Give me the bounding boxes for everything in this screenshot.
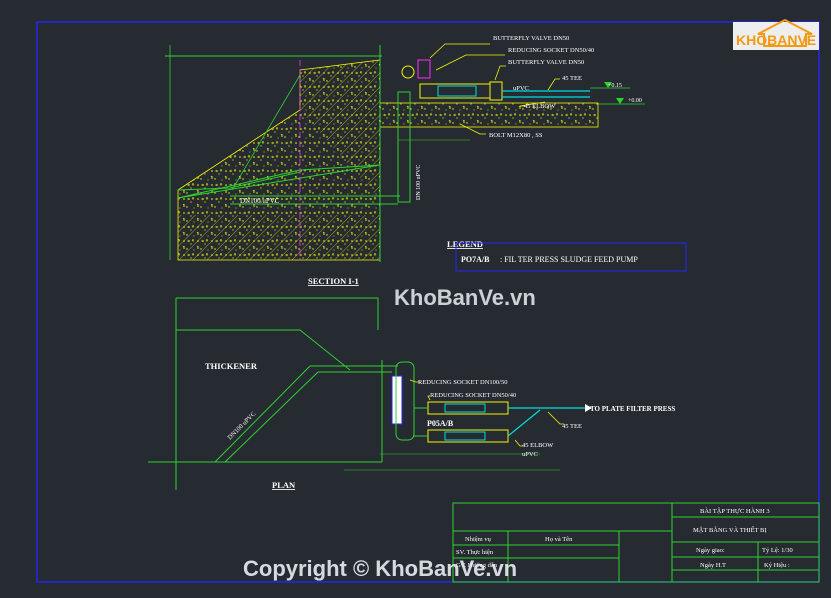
tb-col-name: Họ và Tên [545, 536, 573, 543]
tb-row-student: SV. Thực hiện [456, 549, 494, 556]
section-labels: BUTTERFLY VALVE DN50 REDUCING SOCKET DN5… [240, 35, 642, 286]
label-upvc: uPVC [513, 85, 529, 92]
tb-scale: Tỷ Lệ: 1/30 [762, 547, 793, 554]
label-elbow: 45 ELBOW [524, 103, 556, 110]
plan-leader-3 [547, 411, 564, 425]
label-reducing-socket-50: REDUCING SOCKET DN50/40 [430, 392, 516, 399]
watermark-center: KhoBanVe.vn [394, 285, 536, 310]
valve-2 [417, 59, 431, 79]
section-title: SECTION I-1 [308, 276, 359, 286]
title-block: BÀI TẬP THỰC HÀNH 3 MẶT BẰNG VÀ THIẾT BỊ… [452, 502, 820, 583]
plan-title: PLAN [272, 480, 296, 490]
plan-leader-1 [409, 379, 420, 383]
logo: KHOBANVE [733, 18, 819, 50]
level-mark-2 [616, 98, 624, 104]
legend-code: PO7A/B [461, 255, 490, 264]
plan-discharge-2 [507, 409, 541, 437]
label-level-1: +0.15 [608, 83, 622, 89]
label-bolt: BOLT M12X80 , SS [489, 132, 543, 139]
legend: LEGEND PO7A/B : FIL TER PRESS SLUDGE FEE… [447, 239, 687, 272]
legend-description: : FIL TER PRESS SLUDGE FEED PUMP [500, 255, 638, 264]
label-pump: P05A/B [427, 419, 454, 428]
arrow-to-filter [585, 404, 592, 412]
tb-project: BÀI TẬP THỰC HÀNH 3 [700, 507, 770, 515]
label-pipe-diagonal: DN100 uPVC [240, 197, 280, 205]
label-tee: 45 TEE [562, 75, 582, 82]
label-to-filter: TO PLATE FILTER PRESS [590, 405, 675, 413]
hatch-slab [178, 215, 380, 260]
valve-3 [489, 81, 503, 101]
plan-leader-4 [514, 439, 524, 447]
leader-6 [459, 123, 486, 135]
label-plan-pipe: DN100 uPVC [226, 411, 257, 442]
plan-pipe-2 [224, 371, 319, 463]
label-butterfly-valve-1: BUTTERFLY VALVE DN50 [493, 35, 569, 42]
tb-date-given: Ngày giao: [696, 547, 725, 554]
leader-2 [435, 54, 505, 71]
vertical-pipe [397, 91, 411, 203]
label-plan-elbow: 45 ELBOW [522, 442, 554, 449]
thickener-outline [176, 297, 379, 330]
legend-box [455, 242, 687, 272]
concrete-pad [379, 102, 599, 128]
level-mark-1 [604, 82, 612, 88]
plan-labels: THICKENER DN100 uPVC REDUCING SOCKET DN1… [205, 361, 675, 490]
plan-leader-2 [427, 395, 431, 401]
label-level-2: +0.00 [628, 98, 642, 104]
label-plan-tee: 45 TEE [562, 423, 582, 430]
hatch-wall [300, 60, 380, 200]
tb-row-teacher: GV. Hướng dẫn [456, 562, 498, 569]
tb-symbol: Ký Hiệu : [764, 562, 790, 569]
label-thickener: THICKENER [205, 361, 258, 371]
plan-diagonal-1 [176, 329, 351, 371]
house-logo-icon [757, 18, 813, 47]
plan-pipe-1 [214, 365, 311, 463]
valve-1 [401, 65, 415, 79]
plan-riser [395, 361, 415, 441]
legend-title: LEGEND [447, 239, 483, 249]
label-reducing-socket: REDUCING SOCKET DN50/40 [508, 47, 594, 54]
label-plan-upvc: uPVC [522, 451, 538, 458]
label-reducing-socket-100: REDUCING SOCKET DN100/50 [418, 379, 507, 386]
leader-5 [519, 101, 546, 107]
pump-motor [437, 85, 477, 97]
section-view [165, 43, 645, 262]
drawing-frame [36, 21, 820, 583]
tb-drawing: MẶT BẰNG VÀ THIẾT BỊ [693, 526, 767, 534]
ground-line [177, 171, 301, 191]
logo-text: KHOBANVE [736, 32, 816, 48]
leader-3 [494, 65, 506, 81]
tb-date-done: Ngày H.T [700, 562, 726, 569]
tb-col-task: Nhiệm vụ [465, 536, 492, 543]
ground-slope [231, 74, 301, 191]
watermark-bottom: Copyright © KhoBanVe.vn [243, 556, 517, 581]
pump-a-motor [444, 403, 486, 413]
pump-b-motor [444, 431, 486, 441]
leader-4 [547, 78, 560, 91]
slope-line [177, 164, 381, 199]
plan-view [148, 297, 592, 490]
label-pipe-vertical: DN 100 uPVC [416, 165, 422, 200]
wall-sleeve [391, 375, 403, 425]
label-butterfly-valve-2: BUTTERFLY VALVE DN50 [508, 59, 584, 66]
leader-1 [429, 43, 490, 59]
